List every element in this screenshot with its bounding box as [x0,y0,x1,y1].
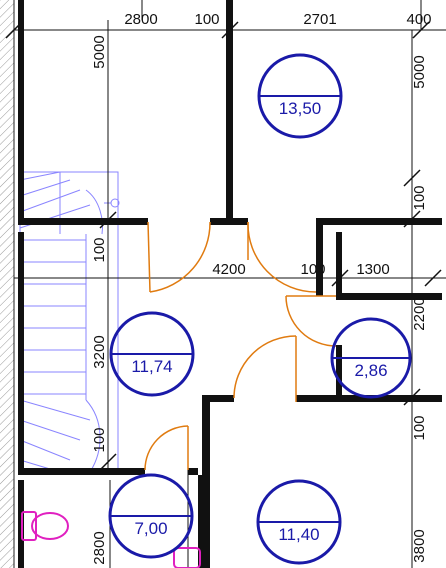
dim-right-wall-a: 100 [411,185,428,210]
dim-lower-room-height: 3800 [411,529,428,562]
dim-bath-height: 2800 [91,531,108,564]
bathroom-fixtures [21,511,201,568]
room-marker: 2,86 [330,317,412,399]
dim-top-left: 2800 [124,11,157,28]
dim-stair-wall: 100 [91,237,108,262]
room-area-label: 2,86 [354,361,387,380]
dim-top-mid: 2701 [303,11,336,28]
dim-left-room-height: 5000 [91,35,108,68]
outer-wall-hatch [0,0,14,568]
walls [18,0,442,568]
dim-small-room-width: 1300 [356,261,389,278]
dim-top-gap: 100 [194,11,219,28]
staircase [19,171,120,473]
dim-right-wall-b: 100 [411,415,428,440]
dim-small-room-height: 2200 [411,297,428,330]
dim-hall-wall: 100 [300,261,325,278]
dim-bath-wall: 100 [91,427,108,452]
room-area-label: 13,50 [279,99,322,118]
dim-hall-width: 4200 [212,261,245,278]
room-marker: 13,50 [257,53,343,139]
dim-right-room-height: 5000 [411,55,428,88]
room-area-label: 7,00 [134,519,167,538]
room-marker: 11,40 [256,479,342,565]
dimension-labels: 2800 100 2701 400 4200 100 1300 5000 500… [91,11,432,565]
dim-hall-height: 3200 [91,335,108,368]
room-marker: 7,00 [108,473,194,559]
sink [173,547,201,568]
room-marker: 11,74 [109,311,195,397]
room-area-label: 11,74 [131,357,172,376]
room-area-label: 11,40 [278,525,319,544]
dimension-ticks [5,21,442,471]
dim-top-right: 400 [406,11,431,28]
doors [144,221,337,471]
toilet [21,511,37,541]
thin-lines [14,0,446,568]
